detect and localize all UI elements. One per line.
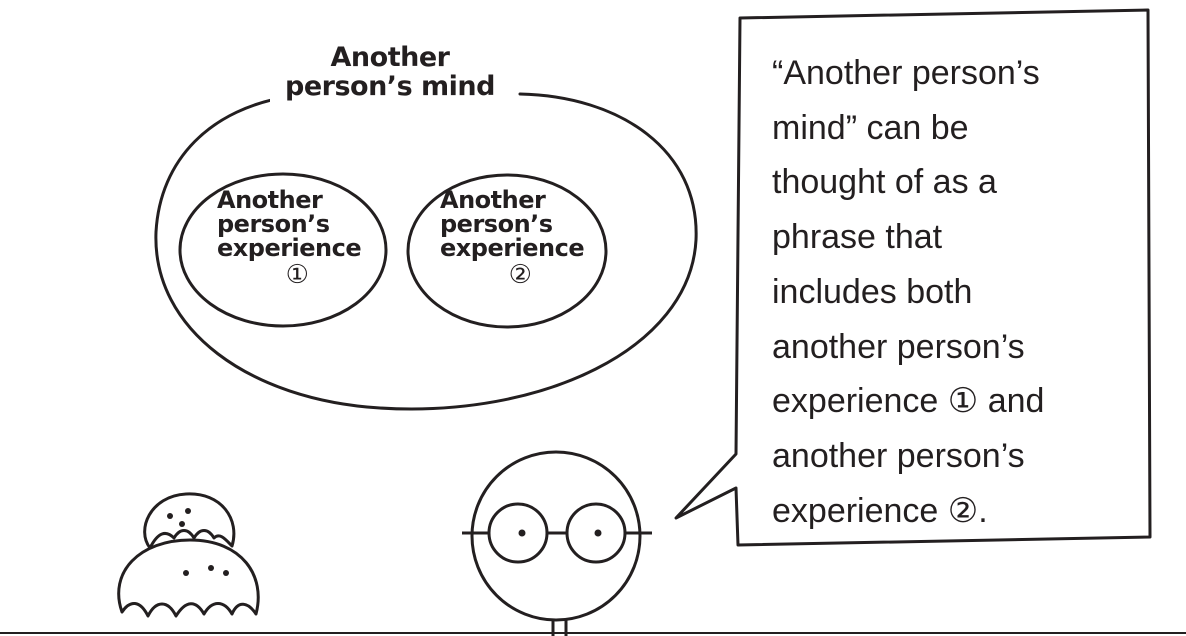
glasses-person-figure	[462, 450, 652, 636]
experience-2-line3: experience	[440, 234, 585, 262]
experience-1-line2: person’s	[217, 210, 330, 238]
small-creature-figure	[117, 492, 260, 618]
outer-mind-ellipse	[154, 92, 698, 411]
outer-mind-title-line2: person’s mind	[279, 71, 501, 102]
experience-1-line1: Another	[217, 186, 323, 214]
speech-bubble-outline	[674, 8, 1152, 547]
experience-1-label: Another person’s experience ①	[217, 188, 377, 288]
creature-top-eye-left	[167, 513, 173, 519]
experience-2-label: Another person’s experience ②	[440, 188, 600, 288]
experience-2-line1: Another	[440, 186, 546, 214]
person-head	[470, 450, 642, 622]
experience-2-line2: person’s	[440, 210, 553, 238]
creature-bottom-eye-right	[223, 570, 229, 576]
creature-bottom-eye-left	[183, 570, 189, 576]
outer-mind-title-line1: Another	[330, 42, 450, 73]
creature-bottom-eye-mid	[208, 565, 214, 571]
experience-2-number: ②	[508, 260, 532, 290]
creature-top-eye-right	[185, 508, 191, 514]
experience-1-ellipse	[178, 172, 388, 328]
person-eye-right	[594, 529, 602, 537]
experience-1-number: ①	[285, 260, 309, 290]
outer-mind-title: Another person’s mind	[270, 44, 510, 102]
experience-1-line3: experience	[217, 234, 362, 262]
creature-top-eye-lower	[179, 521, 185, 527]
person-eye-left	[518, 529, 526, 537]
creature-top-blob	[143, 492, 236, 550]
creature-bottom-blob	[117, 538, 260, 618]
speech-bubble-text: “Another person’s mind” can be thought o…	[772, 54, 1045, 530]
experience-2-ellipse	[406, 173, 608, 329]
